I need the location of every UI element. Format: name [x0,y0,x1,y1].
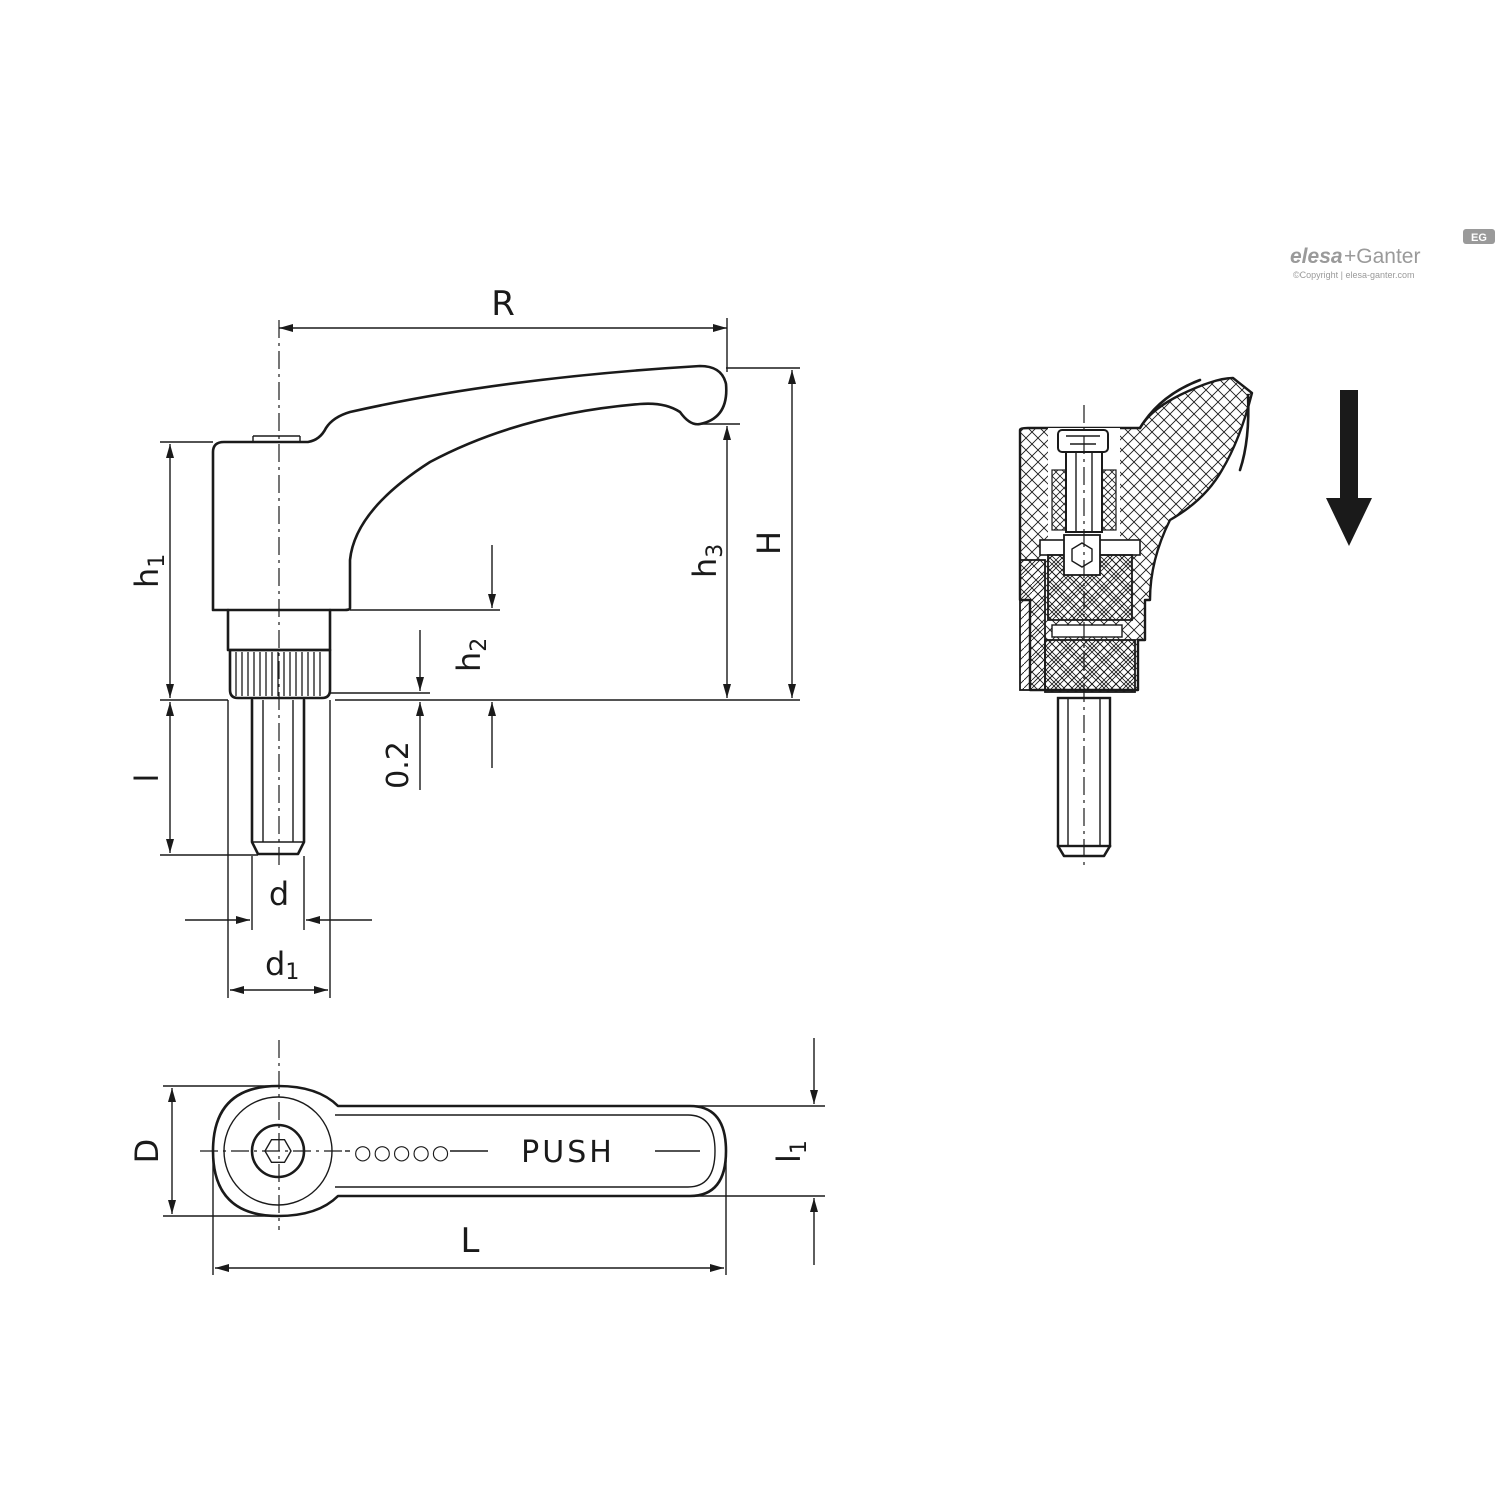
dim-d-label: d [269,875,289,913]
push-down-arrow-icon [1326,390,1372,546]
logo-ganter-text: +Ganter [1344,245,1420,268]
dim-H-label: H [750,531,788,555]
side-view: R H h3 h1 h2 0.2 l d [128,284,800,998]
dim-l-label: l [128,774,166,783]
dim-02-label: 0.2 [381,741,416,789]
push-label: PUSH [521,1135,615,1170]
dim-D-label: D [128,1139,166,1164]
dim-h1-label: h1 [128,554,170,588]
section-view [1018,376,1372,865]
knurled-ring [228,648,332,700]
logo-badge-text: EG [1471,232,1487,244]
logo-badge [1463,229,1495,244]
top-view: ○○○○○ PUSH D L l1 [128,1038,825,1275]
dim-h3-label: h3 [686,544,728,578]
dim-h2-label: h2 [450,638,492,672]
logo-elesa-text: elesa [1290,245,1343,268]
lever-dots: ○○○○○ [354,1140,451,1164]
lever-outline [211,364,728,612]
copyright-text: ©Copyright | elesa-ganter.com [1293,270,1415,280]
dim-l1-label: l1 [770,1140,812,1163]
brand-logo: elesa +Ganter EG ©Copyright | elesa-gant… [1290,229,1495,280]
dim-R-label: R [491,284,515,324]
threaded-stud [250,698,306,856]
dim-d1-label: d1 [265,945,299,985]
dim-L-label: L [461,1221,480,1261]
